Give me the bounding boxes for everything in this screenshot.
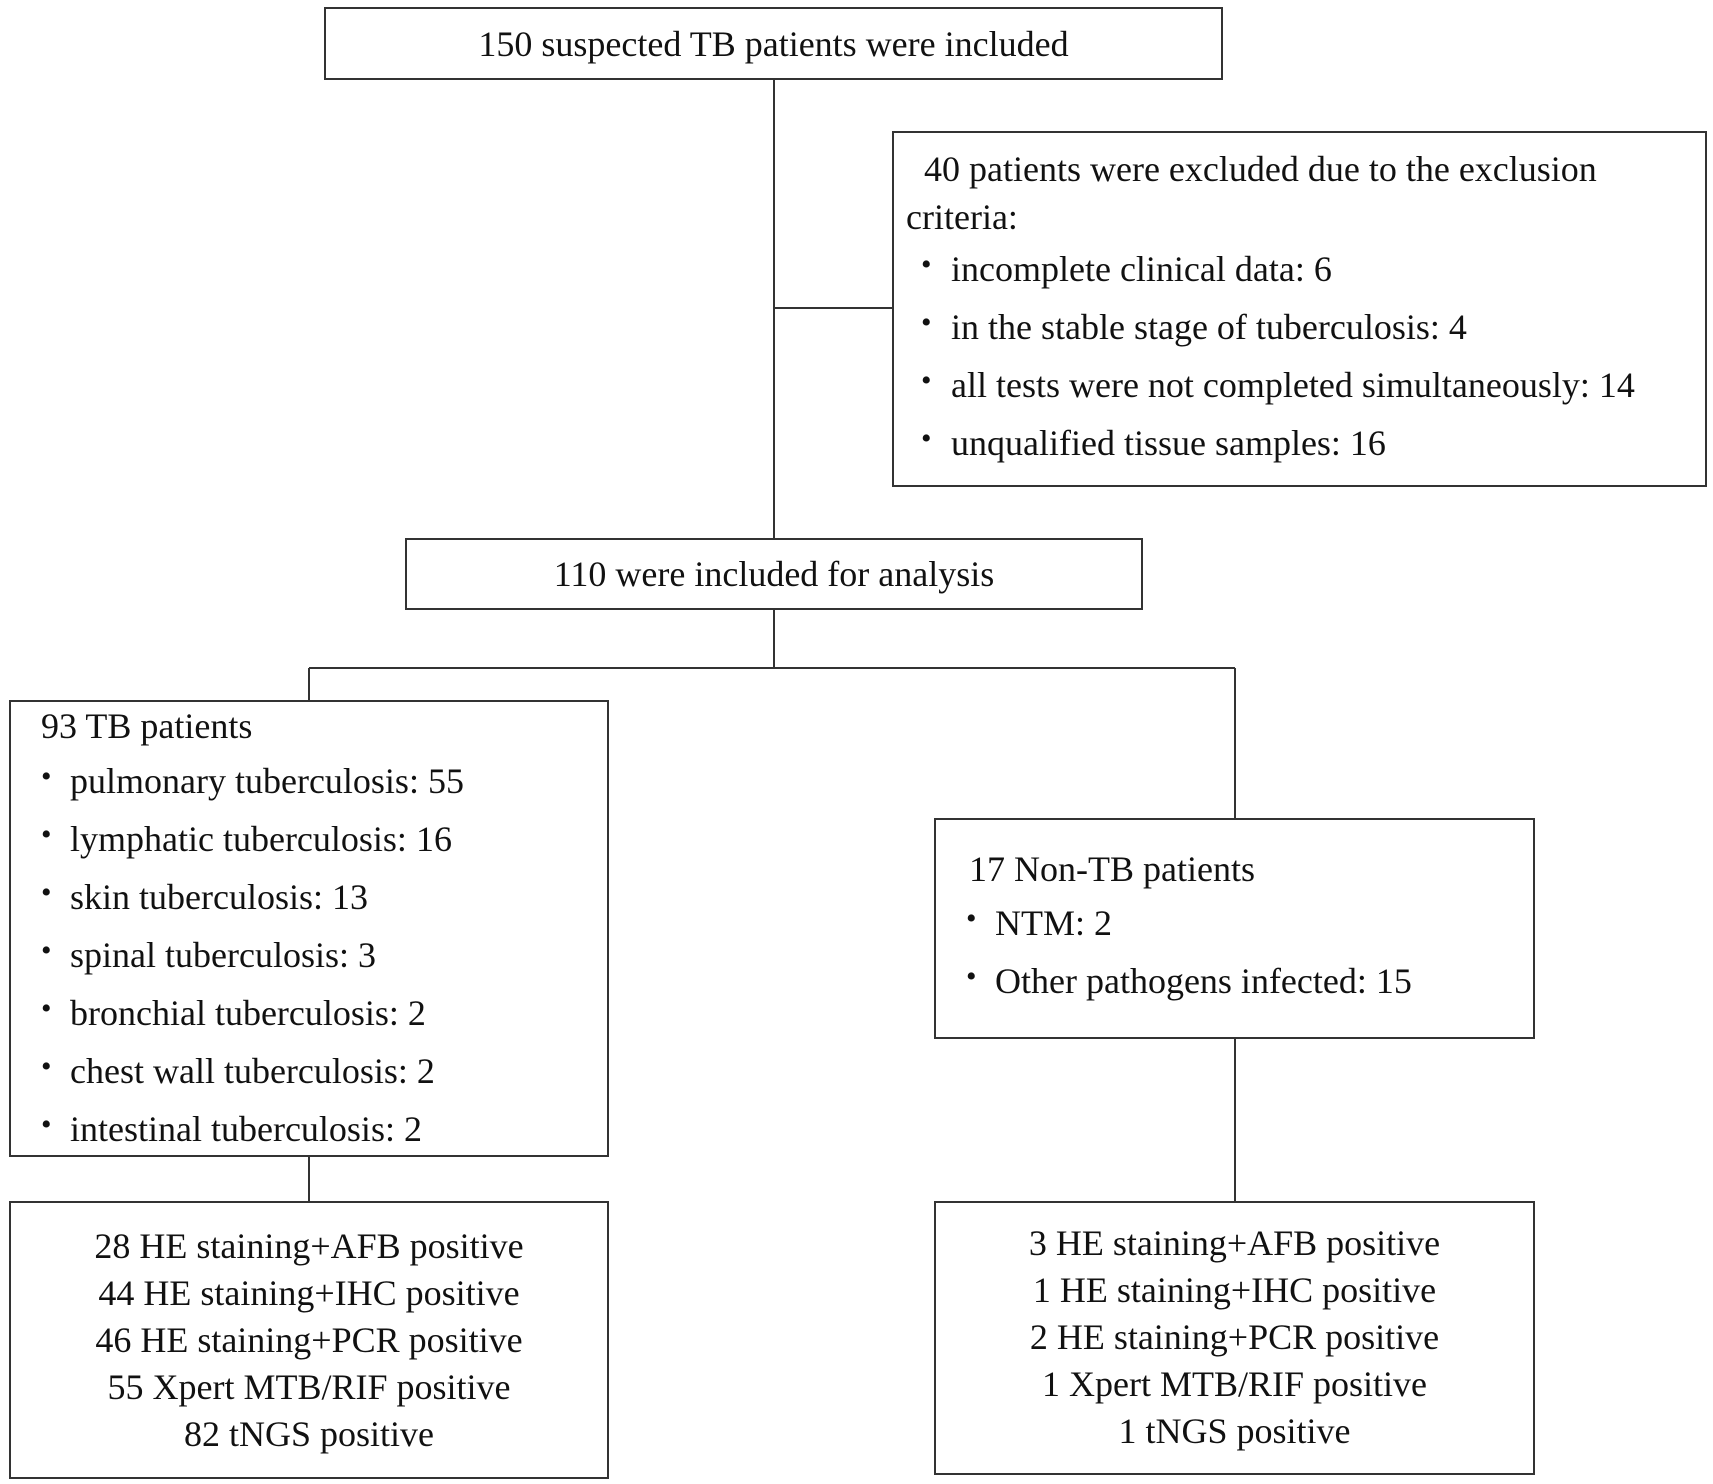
list-item: • unqualified tissue samples: 16 <box>921 422 1635 480</box>
bullet-icon: • <box>966 902 977 935</box>
tb-type-text: spinal tuberculosis: 3 <box>70 935 376 975</box>
non-tb-patients-box: 17 Non-TB patients • NTM: 2 • Other path… <box>934 818 1535 1039</box>
tb-result-line: 82 tNGS positive <box>183 1414 434 1454</box>
list-item: • chest wall tuberculosis: 2 <box>41 1050 464 1108</box>
non-tb-type-text: NTM: 2 <box>995 903 1112 943</box>
bullet-icon: • <box>966 960 977 993</box>
tb-types-list: • pulmonary tuberculosis: 55 • lymphatic… <box>41 760 464 1166</box>
list-item: • pulmonary tuberculosis: 55 <box>41 760 464 818</box>
exclusion-item-text: in the stable stage of tuberculosis: 4 <box>951 307 1467 347</box>
non-tb-type-text: Other pathogens infected: 15 <box>995 961 1412 1001</box>
excluded-heading-line1: 40 patients were excluded due to the exc… <box>924 149 1597 189</box>
non-tb-result-line: 1 Xpert MTB/RIF positive <box>1042 1364 1427 1404</box>
tb-type-text: pulmonary tuberculosis: 55 <box>70 761 464 801</box>
list-item: • incomplete clinical data: 6 <box>921 248 1635 306</box>
list-item: • lymphatic tuberculosis: 16 <box>41 818 464 876</box>
exclusion-item-text: all tests were not completed simultaneou… <box>951 365 1635 405</box>
non-tb-result-line: 1 tNGS positive <box>1118 1411 1351 1451</box>
included-patients-text: 150 suspected TB patients were included <box>478 23 1069 64</box>
tb-result-line: 44 HE staining+IHC positive <box>98 1273 520 1313</box>
exclusion-criteria-list: • incomplete clinical data: 6 • in the s… <box>921 248 1635 480</box>
included-patients-box: 150 suspected TB patients were included <box>324 7 1223 80</box>
tb-type-text: bronchial tuberculosis: 2 <box>70 993 426 1033</box>
bullet-icon: • <box>41 760 52 793</box>
list-item: • intestinal tuberculosis: 2 <box>41 1108 464 1166</box>
bullet-icon: • <box>921 422 932 455</box>
tb-result-line: 46 HE staining+PCR positive <box>95 1320 523 1360</box>
bullet-icon: • <box>41 876 52 909</box>
tb-result-line: 55 Xpert MTB/RIF positive <box>107 1367 511 1407</box>
bullet-icon: • <box>41 1050 52 1083</box>
analysis-text: 110 were included for analysis <box>553 554 995 594</box>
non-tb-result-line: 2 HE staining+PCR positive <box>1029 1317 1440 1357</box>
list-item: • all tests were not completed simultane… <box>921 364 1635 422</box>
analysis-box: 110 were included for analysis <box>405 538 1143 610</box>
non-tb-result-line: 1 HE staining+IHC positive <box>1032 1270 1437 1310</box>
list-item: • Other pathogens infected: 15 <box>966 960 1412 1018</box>
tb-type-text: chest wall tuberculosis: 2 <box>70 1051 435 1091</box>
non-tb-results-box: 3 HE staining+AFB positive 1 HE staining… <box>934 1201 1535 1475</box>
bullet-icon: • <box>41 1108 52 1141</box>
list-item: • in the stable stage of tuberculosis: 4 <box>921 306 1635 364</box>
tb-type-text: lymphatic tuberculosis: 16 <box>70 819 452 859</box>
tb-heading: 93 TB patients <box>41 706 253 746</box>
list-item: • NTM: 2 <box>966 902 1412 960</box>
exclusion-item-text: incomplete clinical data: 6 <box>951 249 1332 289</box>
list-item: • spinal tuberculosis: 3 <box>41 934 464 992</box>
non-tb-result-line: 3 HE staining+AFB positive <box>1028 1223 1441 1263</box>
bullet-icon: • <box>41 818 52 851</box>
exclusion-item-text: unqualified tissue samples: 16 <box>951 423 1386 463</box>
tb-type-text: skin tuberculosis: 13 <box>70 877 368 917</box>
bullet-icon: • <box>41 992 52 1025</box>
bullet-icon: • <box>921 248 932 281</box>
tb-type-text: intestinal tuberculosis: 2 <box>70 1109 422 1149</box>
bullet-icon: • <box>921 306 932 339</box>
bullet-icon: • <box>921 364 932 397</box>
tb-result-line: 28 HE staining+AFB positive <box>94 1226 524 1266</box>
excluded-heading-line2: criteria: <box>906 197 1018 237</box>
tb-results-box: 28 HE staining+AFB positive 44 HE staini… <box>9 1201 609 1479</box>
non-tb-types-list: • NTM: 2 • Other pathogens infected: 15 <box>966 902 1412 1018</box>
excluded-patients-box: 40 patients were excluded due to the exc… <box>892 131 1707 487</box>
bullet-icon: • <box>41 934 52 967</box>
list-item: • skin tuberculosis: 13 <box>41 876 464 934</box>
non-tb-heading: 17 Non-TB patients <box>969 849 1255 889</box>
tb-patients-box: 93 TB patients • pulmonary tuberculosis:… <box>9 700 609 1157</box>
list-item: • bronchial tuberculosis: 2 <box>41 992 464 1050</box>
excluded-heading: 40 patients were excluded due to the exc… <box>906 145 1597 241</box>
